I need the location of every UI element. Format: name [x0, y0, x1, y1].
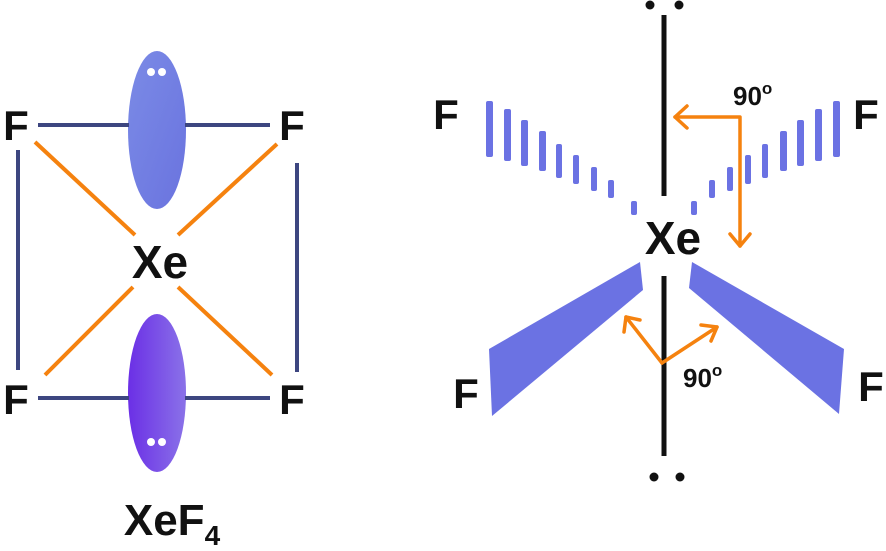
- angle-label-bottom: 90o: [683, 361, 722, 393]
- degree-mark-top: o: [762, 79, 772, 98]
- f-label-back-left: F: [433, 91, 459, 138]
- f-label-front-left: F: [453, 370, 479, 417]
- formula-main: XeF: [124, 496, 205, 545]
- lone-pair-bottom: [128, 314, 186, 472]
- lone-pair-top: [128, 51, 186, 209]
- axis-dots: [645, 0, 685, 482]
- octahedral-diagram: Xe F F F F 90o 90o: [433, 0, 884, 482]
- angle-value-bottom: 90: [683, 363, 712, 393]
- angle-marker-bottom: [622, 315, 719, 365]
- xe-f-diagonals: [33, 140, 279, 377]
- f-label-bottom-right: F: [279, 376, 305, 423]
- xe-label-left: Xe: [132, 236, 188, 288]
- f-label-back-right: F: [853, 91, 879, 138]
- f-label-front-right: F: [858, 363, 884, 410]
- hashed-bond-back-left: [486, 101, 637, 215]
- hashed-bond-back-right: [691, 101, 840, 215]
- wedge-bond-front-left: [489, 262, 643, 416]
- angle-value-top: 90: [733, 81, 762, 111]
- wedge-bond-front-right: [689, 262, 844, 414]
- square-planar-diagram: Xe F F F F XeF4: [3, 51, 305, 551]
- f-label-top-right: F: [279, 102, 305, 149]
- angle-marker-top: [673, 104, 752, 248]
- formula-label: XeF4: [124, 496, 221, 551]
- square-bonds: [16, 123, 299, 400]
- f-label-bottom-left: F: [3, 376, 29, 423]
- xe-label-right: Xe: [645, 212, 701, 264]
- f-label-top-left: F: [3, 102, 29, 149]
- angle-label-top: 90o: [733, 79, 772, 111]
- formula-subscript: 4: [205, 520, 221, 551]
- degree-mark-bottom: o: [712, 361, 722, 380]
